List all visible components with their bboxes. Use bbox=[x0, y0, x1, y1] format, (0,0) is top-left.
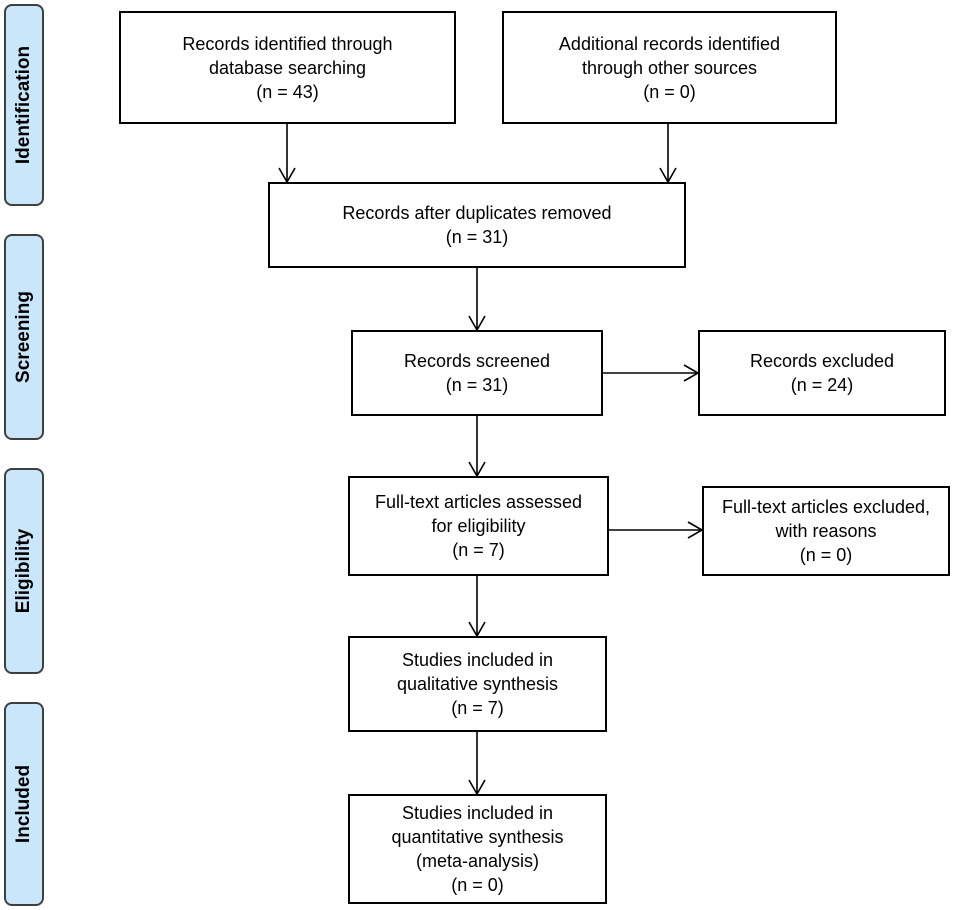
phase-eligibility: Eligibility bbox=[4, 468, 44, 674]
box-fulltext-assessed-line-2: for eligibility bbox=[431, 516, 526, 536]
box-fulltext-assessed-count: (n = 7) bbox=[452, 540, 505, 560]
box-qualitative-synthesis: Studies included in qualitative synthesi… bbox=[348, 636, 607, 732]
box-qualitative-synthesis-line-2: qualitative synthesis bbox=[396, 674, 559, 694]
box-quantitative-synthesis-line-3: (meta-analysis) bbox=[415, 851, 540, 871]
box-fulltext-excluded-line-1: Full-text articles excluded, bbox=[721, 497, 931, 517]
box-records-excluded-count: (n = 24) bbox=[790, 375, 854, 395]
box-fulltext-excluded: Full-text articles excluded, with reason… bbox=[702, 486, 950, 576]
box-other-records-count: (n = 0) bbox=[643, 81, 696, 102]
box-qualitative-synthesis-line-1: Studies included in bbox=[401, 650, 554, 670]
box-records-deduplicated: Records after duplicates removed (n = 31… bbox=[268, 182, 686, 268]
box-database-records-line-1: Records identified through bbox=[182, 33, 393, 54]
box-fulltext-excluded-line-2: with reasons bbox=[775, 521, 877, 541]
box-other-records-line-1: Additional records identified bbox=[558, 33, 781, 54]
box-quantitative-synthesis-count: (n = 0) bbox=[451, 875, 504, 895]
box-fulltext-assessed: Full-text articles assessed for eligibil… bbox=[348, 476, 609, 576]
box-records-excluded: Records excluded (n = 24) bbox=[698, 330, 946, 416]
phase-identification: Identification bbox=[4, 4, 44, 206]
phase-screening: Screening bbox=[4, 234, 44, 440]
box-records-deduplicated-count: (n = 31) bbox=[445, 227, 509, 247]
box-other-records: Additional records identified through ot… bbox=[502, 11, 837, 124]
box-database-records-count: (n = 43) bbox=[256, 81, 319, 102]
phase-included: Included bbox=[4, 702, 44, 906]
box-records-deduplicated-line-1: Records after duplicates removed bbox=[342, 203, 612, 223]
box-fulltext-excluded-count: (n = 0) bbox=[799, 545, 853, 565]
box-records-screened-line-1: Records screened bbox=[403, 351, 551, 371]
box-records-screened-count: (n = 31) bbox=[445, 375, 509, 395]
box-quantitative-synthesis-line-2: quantitative synthesis bbox=[391, 827, 564, 847]
box-records-screened: Records screened (n = 31) bbox=[351, 330, 603, 416]
box-other-records-line-2: through other sources bbox=[581, 57, 758, 78]
box-fulltext-assessed-line-1: Full-text articles assessed bbox=[374, 492, 583, 512]
box-records-excluded-line-1: Records excluded bbox=[749, 351, 895, 371]
box-quantitative-synthesis-line-1: Studies included in bbox=[401, 803, 554, 823]
box-database-records-line-2: database searching bbox=[208, 57, 367, 78]
box-quantitative-synthesis: Studies included in quantitative synthes… bbox=[348, 794, 607, 904]
box-qualitative-synthesis-count: (n = 7) bbox=[451, 698, 504, 718]
box-database-records: Records identified through database sear… bbox=[119, 11, 456, 124]
